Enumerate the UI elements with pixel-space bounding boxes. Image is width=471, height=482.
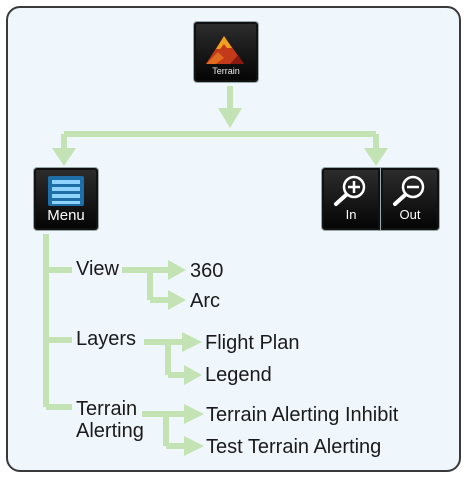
zoom-in-button[interactable]: In bbox=[322, 168, 380, 230]
zoom-out-label: Out bbox=[399, 207, 421, 222]
menu-item-layers: Layers bbox=[76, 328, 137, 350]
layers-option-flight-plan: Flight Plan bbox=[205, 332, 300, 354]
layers-option-legend: Legend bbox=[205, 364, 272, 386]
menu-item-terrain-alerting-line2: Alerting bbox=[76, 420, 144, 442]
menu-item-terrain-alerting-line1: Terrain bbox=[76, 398, 138, 420]
zoom-out-icon bbox=[393, 175, 425, 206]
right-arrowhead bbox=[364, 148, 388, 166]
trunk-arrowhead bbox=[218, 108, 242, 128]
terrain-button[interactable]: Terrain bbox=[194, 22, 258, 82]
zoom-in-icon bbox=[334, 175, 366, 206]
view-option-arc: Arc bbox=[190, 290, 220, 312]
terrain-mountain-icon bbox=[206, 36, 244, 64]
diagram-frame bbox=[6, 6, 461, 472]
menu-item-view: View bbox=[76, 258, 119, 280]
terrain-alerting-option-inhibit: Terrain Alerting Inhibit bbox=[206, 404, 399, 426]
view-option-360: 360 bbox=[190, 260, 224, 282]
terrain-alerting-option-test: Test Terrain Alerting bbox=[206, 436, 382, 458]
menu-list-icon bbox=[48, 176, 84, 206]
left-arrowhead bbox=[52, 148, 76, 166]
zoom-in-label: In bbox=[345, 207, 357, 222]
terrain-button-label: Terrain bbox=[212, 66, 240, 76]
menu-button-label: Menu bbox=[47, 207, 85, 224]
menu-button[interactable]: Menu bbox=[34, 168, 98, 230]
zoom-out-button[interactable]: Out bbox=[381, 168, 439, 230]
